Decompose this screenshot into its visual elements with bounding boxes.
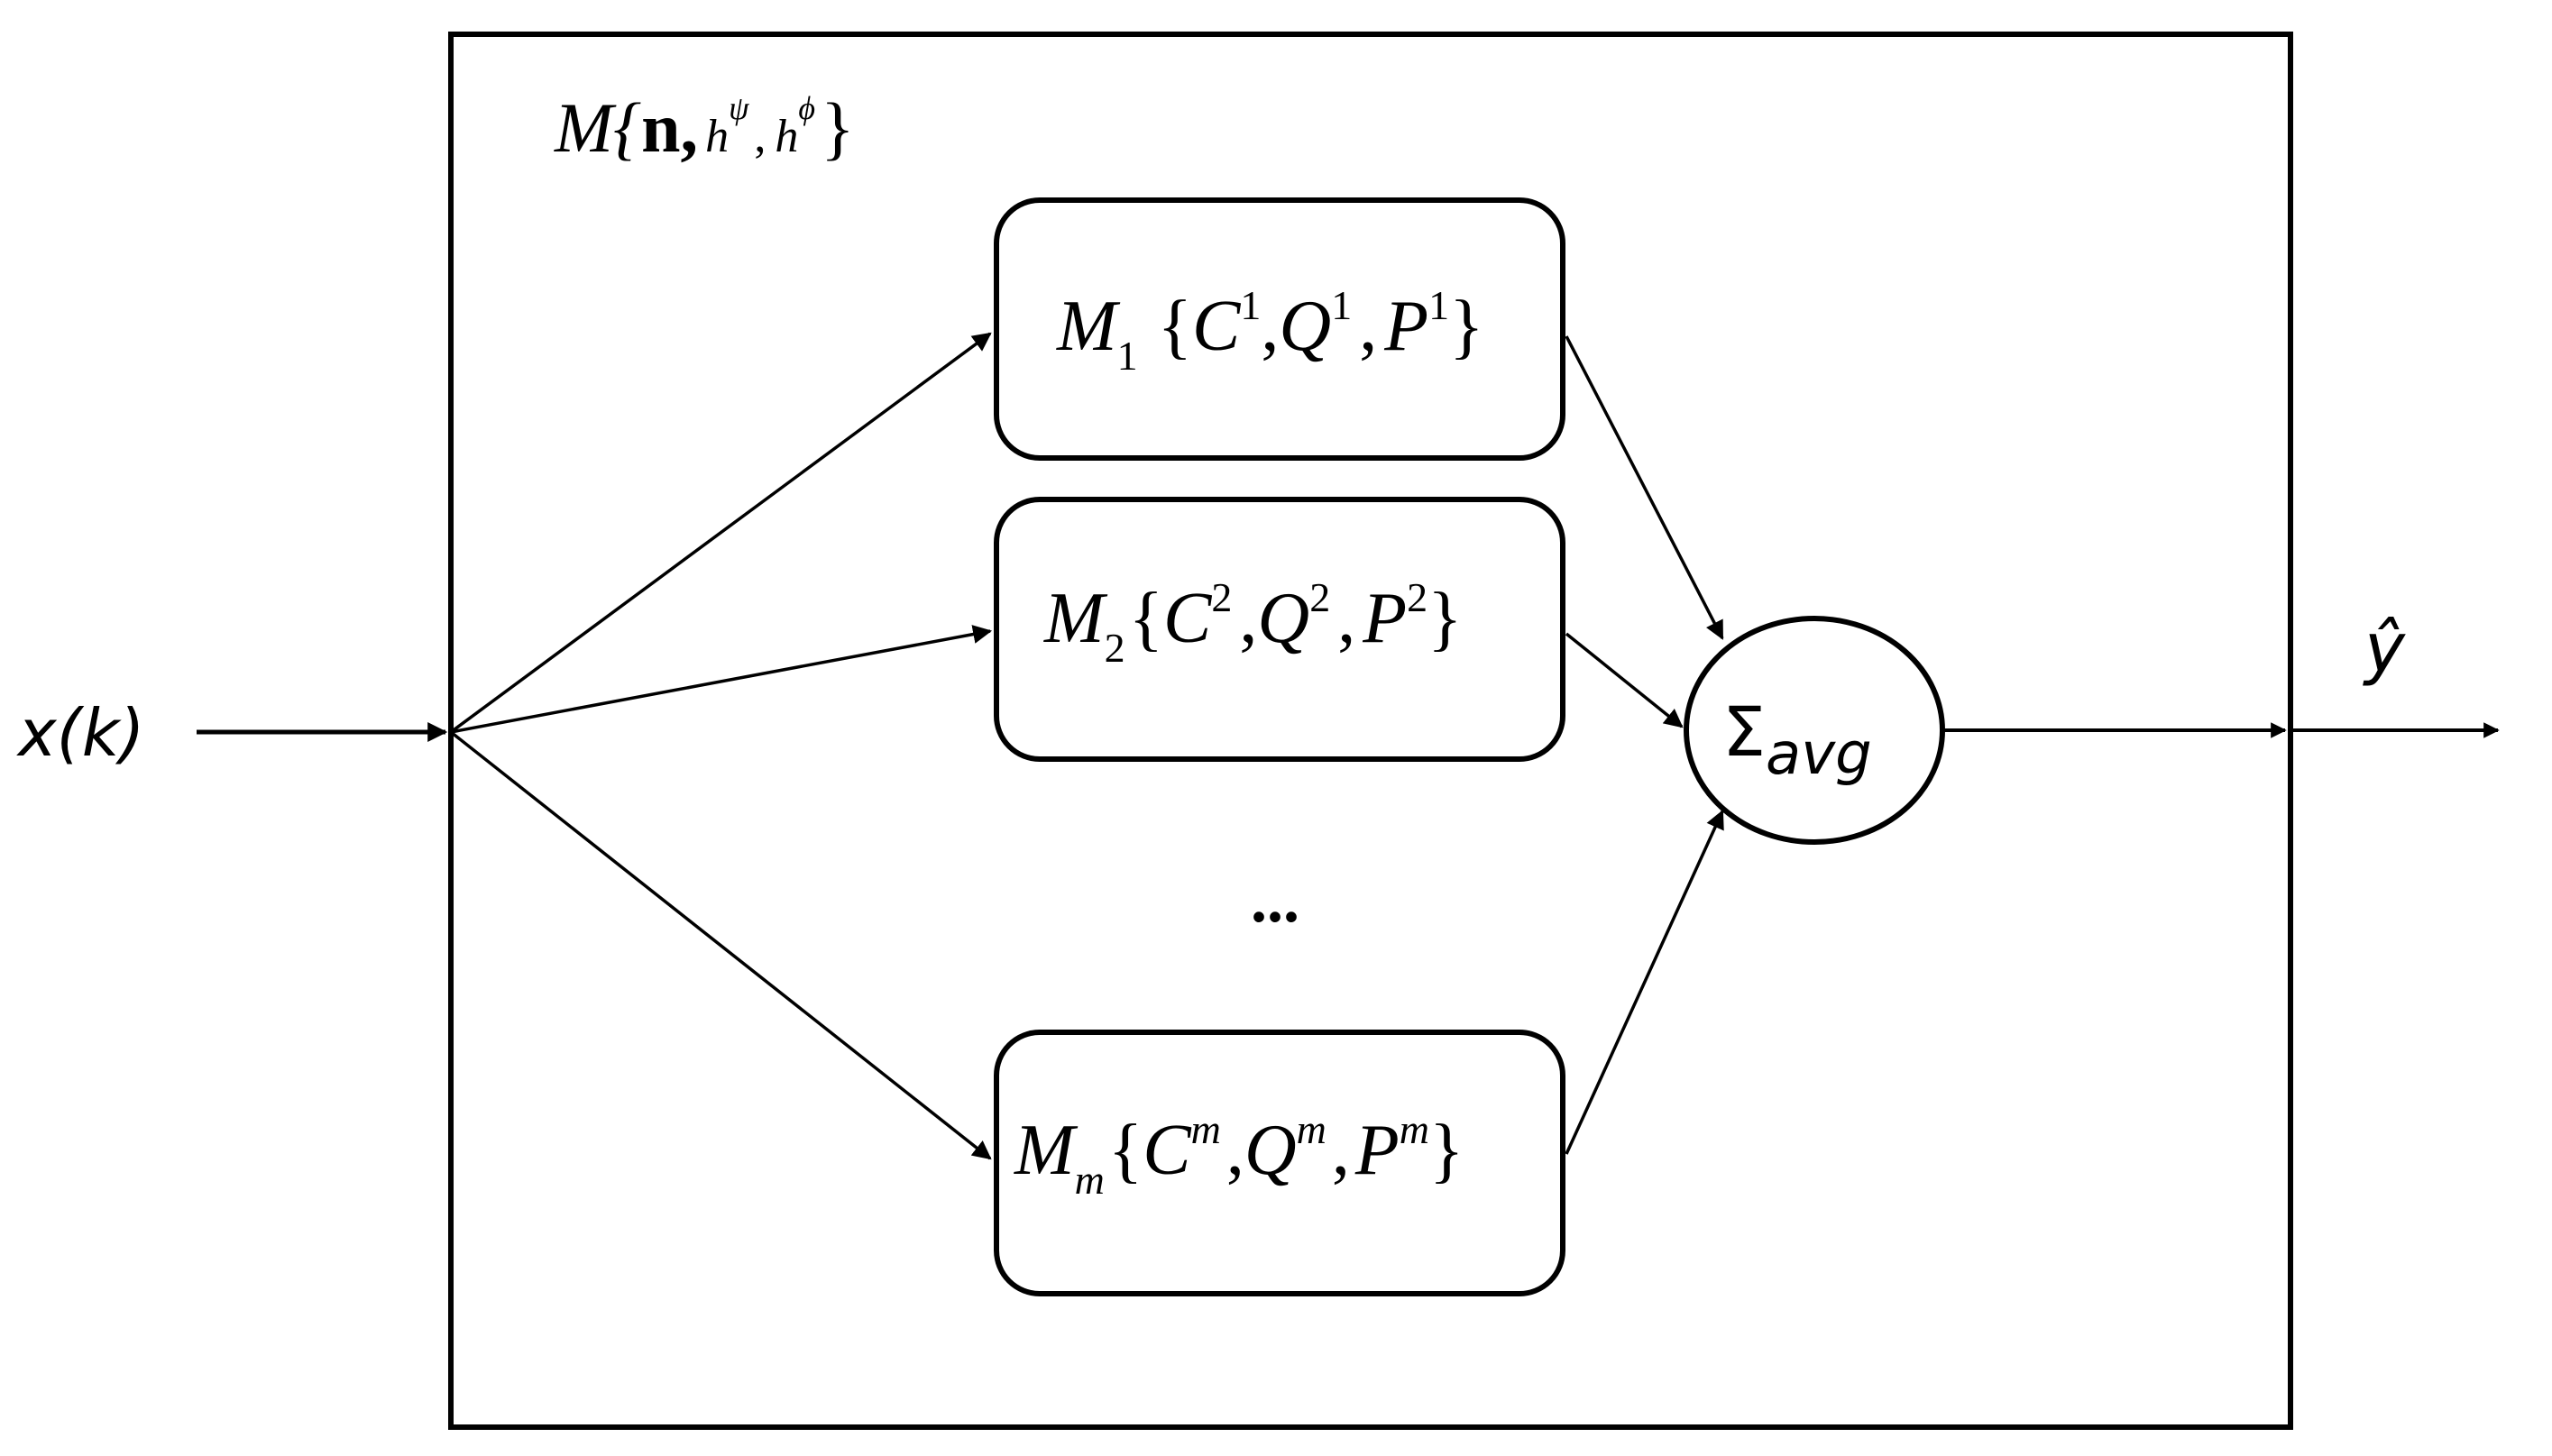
input-label: x(k) <box>16 695 144 771</box>
model-2-label: M2{C2,Q2,P2} <box>1043 574 1462 671</box>
model-box-1 <box>994 197 1565 461</box>
model-box-2 <box>994 497 1565 762</box>
output-label: ŷ <box>2363 608 2406 688</box>
model-m-label: Mm{Cm,Qm,Pm} <box>1014 1106 1464 1203</box>
ellipsis: ... <box>1251 864 1299 936</box>
arrow-model-2-to-sum <box>1565 632 1684 728</box>
model-1-label: M1{C1,Q1,P1} <box>1056 282 1483 379</box>
arrow-model-m-to-sum <box>1565 810 1724 1155</box>
arrow-model-1-to-sum <box>1565 335 1724 640</box>
arrow-to-model-m <box>449 730 992 1160</box>
average-node <box>1684 616 1945 845</box>
average-node-label: Σavg <box>1722 691 1872 788</box>
ensemble-label: M{n,hψ,hϕ} <box>554 88 855 167</box>
model-box-m <box>994 1030 1565 1296</box>
arrow-to-model-1 <box>449 332 992 734</box>
arrow-to-model-2 <box>450 625 993 734</box>
